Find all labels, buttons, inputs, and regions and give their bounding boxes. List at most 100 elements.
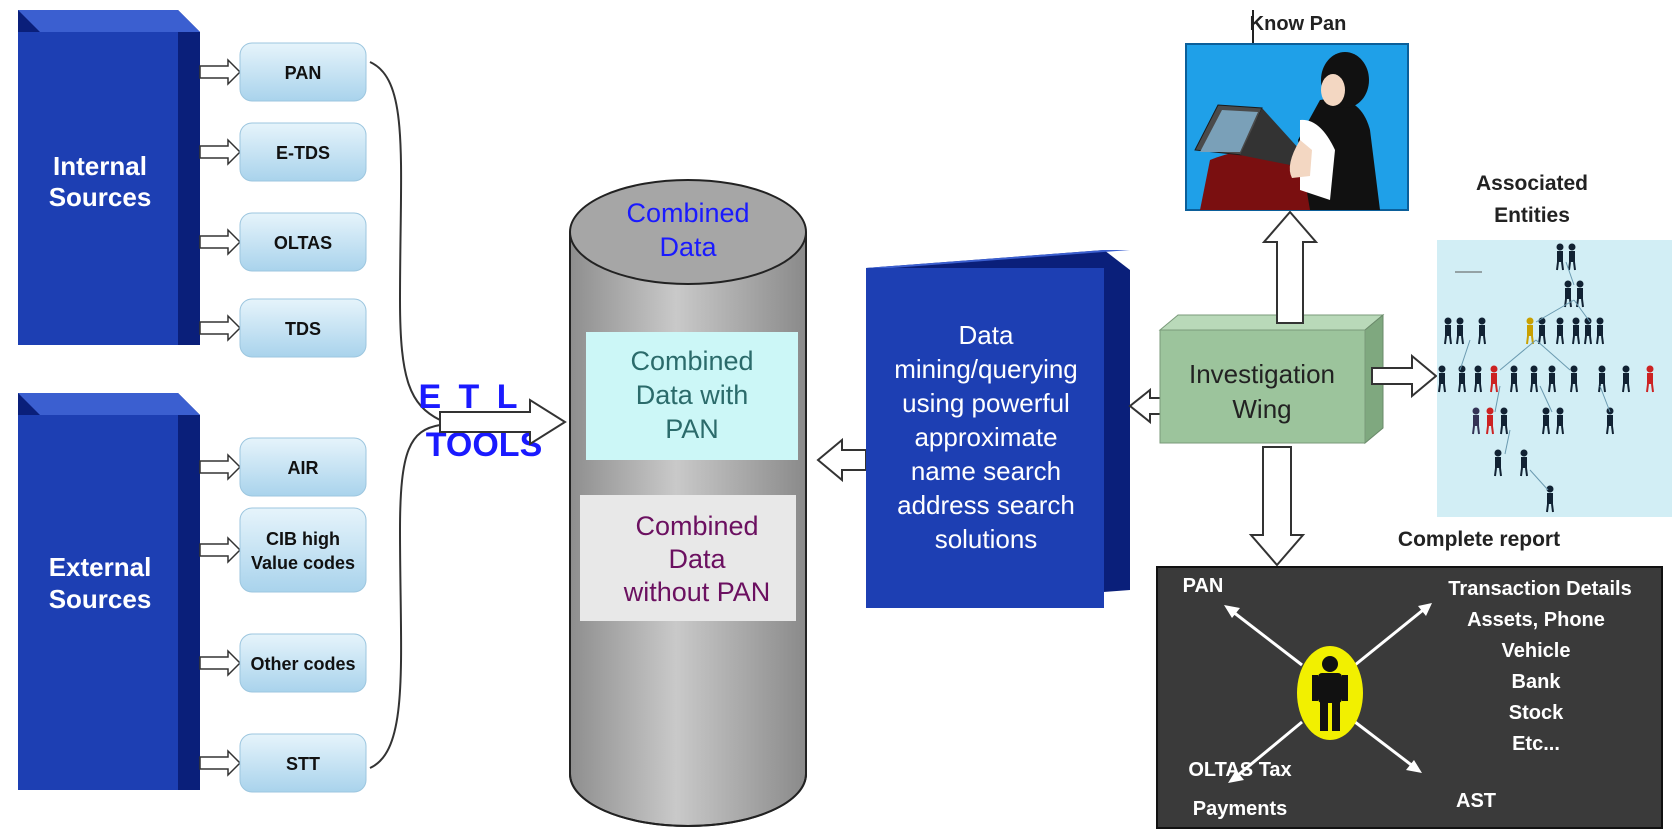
item-arrow <box>199 649 242 677</box>
entity-person-icon <box>1646 365 1654 393</box>
mining-to-db-arrow <box>816 437 867 483</box>
external-sources-title-1: External <box>49 552 152 582</box>
entity-person-icon <box>1444 317 1452 345</box>
item-label: Other codes <box>250 654 355 674</box>
data-mining-line: approximate <box>914 422 1057 452</box>
report-oltas-2: Payments <box>1193 798 1288 820</box>
person-at-laptop-image <box>1185 43 1409 211</box>
entity-person-icon <box>1500 407 1508 435</box>
item-arrow <box>199 453 242 481</box>
report-ast: AST <box>1456 790 1496 812</box>
item-arrow <box>199 58 242 86</box>
entity-person-icon <box>1494 449 1502 477</box>
report-pan: PAN <box>1183 575 1224 597</box>
entity-person-icon <box>1490 365 1498 393</box>
item-box <box>239 42 367 102</box>
down-arrow-report <box>1248 446 1306 567</box>
item-arrow <box>199 228 242 256</box>
with-pan-line-1: Combined <box>630 346 753 376</box>
associated-entities-section: Associated Entities Complete report <box>1398 172 1672 551</box>
without-pan-line-3: without PAN <box>623 577 771 607</box>
internal-sources-title-1: Internal <box>53 151 147 181</box>
report-oltas-1: OLTAS Tax <box>1188 759 1291 781</box>
up-arrow-know-pan <box>1261 210 1319 324</box>
entity-person-icon <box>1538 317 1546 345</box>
associated-title-1: Associated <box>1476 172 1588 195</box>
internal_sources-item: E-TDS <box>199 122 367 182</box>
person-icon <box>1297 646 1363 740</box>
entity-person-icon <box>1576 280 1584 308</box>
entity-person-icon <box>1510 365 1518 393</box>
entity-person-icon <box>1556 243 1564 271</box>
entity-person-icon <box>1456 317 1464 345</box>
item-box <box>239 507 367 593</box>
item-arrow <box>199 536 242 564</box>
item-box <box>239 122 367 182</box>
item-label: OLTAS <box>274 233 332 253</box>
combined-data-with-pan: Combined Data with PAN <box>586 332 798 460</box>
item-label: E-TDS <box>276 143 330 163</box>
with-pan-line-2: Data with <box>636 380 749 410</box>
internal_sources-item: TDS <box>199 298 367 358</box>
entity-person-icon <box>1556 317 1564 345</box>
with-pan-line-3: PAN <box>665 414 719 444</box>
item-label: CIB high <box>266 529 340 549</box>
entity-network <box>1438 243 1654 513</box>
etl-arrow <box>439 398 567 446</box>
item-arrow <box>199 314 242 342</box>
item-label: TDS <box>285 319 321 339</box>
item-arrow <box>199 138 242 166</box>
report-transaction-line: Assets, Phone <box>1467 609 1605 631</box>
internal_sources-item: OLTAS <box>199 212 367 272</box>
entity-person-icon <box>1570 365 1578 393</box>
entity-person-icon <box>1458 365 1466 393</box>
investigation-line-2: Wing <box>1232 394 1291 424</box>
entity-person-icon <box>1584 317 1592 345</box>
entity-person-icon <box>1546 485 1554 513</box>
entity-person-icon <box>1472 407 1480 435</box>
investigation-line-1: Investigation <box>1189 359 1335 389</box>
entity-person-icon <box>1556 407 1564 435</box>
data-mining-line: address search <box>897 490 1075 520</box>
item-box <box>239 212 367 272</box>
associated-title-2: Entities <box>1494 204 1570 227</box>
etl-line-1: E T L <box>418 378 521 416</box>
data-mining-line: using powerful <box>902 388 1070 418</box>
item-box <box>239 733 367 793</box>
without-pan-line-2: Data <box>668 544 726 574</box>
data-mining-box: Data mining/querying using powerful approxi… <box>866 250 1130 608</box>
data-mining-line: mining/querying <box>894 354 1078 384</box>
entity-person-icon <box>1520 449 1528 477</box>
data-mining-line: Data <box>959 320 1014 350</box>
entity-person-icon <box>1598 365 1606 393</box>
entity-person-icon <box>1542 407 1550 435</box>
right-arrow-entities <box>1371 353 1438 399</box>
know-pan-label: Know Pan <box>1250 13 1347 35</box>
complete-report-caption: Complete report <box>1398 528 1560 551</box>
entity-person-icon <box>1568 243 1576 271</box>
external_sources-item: AIR <box>199 437 367 497</box>
internal-merge-curve <box>369 61 441 421</box>
without-pan-line-1: Combined <box>635 511 758 541</box>
entity-person-icon <box>1596 317 1604 345</box>
data-mining-line: solutions <box>935 524 1038 554</box>
combined-data-label-2: Data <box>659 232 717 262</box>
internal-sources-title-2: Sources <box>49 182 152 212</box>
combined-data-label-1: Combined <box>626 198 749 228</box>
item-box <box>239 298 367 358</box>
data-mining-line: name search <box>911 456 1061 486</box>
entity-person-icon <box>1548 365 1556 393</box>
report-transaction-line: Bank <box>1512 671 1562 693</box>
external-sources-box: External Sources <box>18 393 200 790</box>
know-pan-section: Know Pan <box>1185 10 1409 211</box>
entity-person-icon <box>1474 365 1482 393</box>
investigation-wing-box: Investigation Wing <box>1158 313 1385 445</box>
report-transaction-line: Etc... <box>1512 733 1560 755</box>
external_sources-item: Other codes <box>199 633 367 693</box>
combined-data-without-pan: Combined Data without PAN <box>580 495 796 621</box>
report-transaction-line: Vehicle <box>1502 640 1571 662</box>
item-label: Value codes <box>251 553 355 573</box>
